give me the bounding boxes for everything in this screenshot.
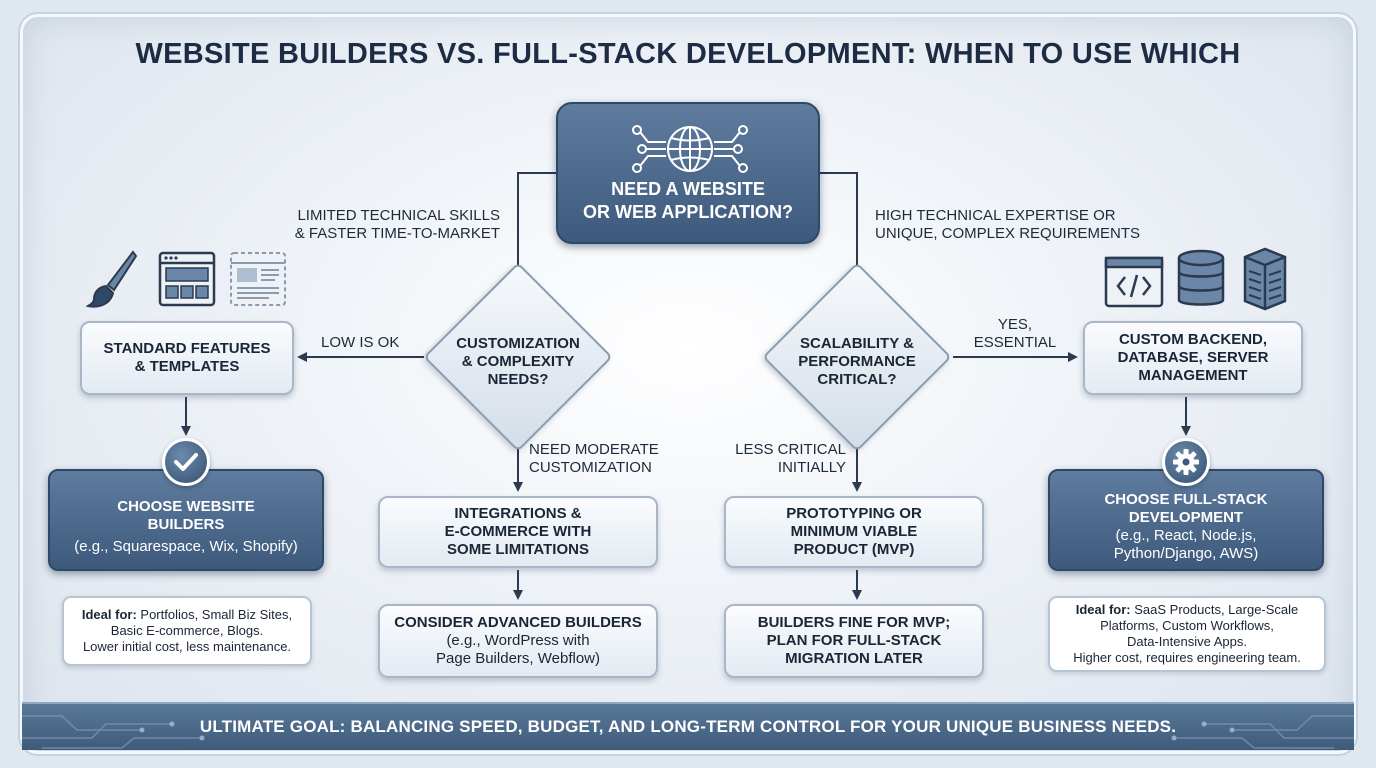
decision-scalability-line3: CRITICAL?	[817, 371, 897, 388]
edge-start-right	[820, 172, 862, 282]
circuit-pattern	[22, 715, 1354, 749]
node-standard-line2: & TEMPLATES	[134, 358, 240, 375]
builders-note-line3: Lower initial cost, less maintenance.	[82, 639, 292, 654]
edge-label-right-line2: UNIQUE, COMPLEX REQUIREMENTS	[875, 225, 1141, 242]
node-choose-fullstack: CHOOSE FULL-STACK DEVELOPMENT (e.g., Rea…	[1048, 469, 1324, 571]
node-integrations: INTEGRATIONS & E-COMMERCE WITH SOME LIMI…	[378, 496, 658, 568]
edge-label-less-critical-line1: LESS CRITICAL	[735, 441, 846, 458]
builders-badge	[162, 438, 210, 486]
node-builders-mvp-line3: MIGRATION LATER	[785, 650, 923, 667]
edge-label-moderate-line2: CUSTOMIZATION	[529, 459, 652, 476]
node-builders-mvp-line2: PLAN FOR FULL-STACK	[766, 632, 942, 649]
edge-label-left-branch: LIMITED TECHNICAL SKILLS & FASTER TIME-T…	[284, 207, 500, 243]
edge-label-moderate: NEED MODERATE CUSTOMIZATION	[529, 441, 659, 477]
start-node: NEED A WEBSITE OR WEB APPLICATION?	[556, 102, 820, 244]
node-integrations-line2: E-COMMERCE WITH	[444, 523, 592, 540]
node-choose-fullstack-line3: (e.g., React, Node.js,	[1115, 527, 1257, 544]
browser-layout-icon	[158, 251, 216, 307]
fullstack-note-line3: Data-Intensive Apps.	[1127, 634, 1247, 649]
edge-label-left-line1: LIMITED TECHNICAL SKILLS	[297, 207, 500, 224]
fullstack-ideal-note: Ideal for: SaaS Products, Large-Scale Pl…	[1048, 596, 1326, 672]
checkmark-icon	[174, 453, 198, 471]
node-builders-mvp: BUILDERS FINE FOR MVP; PLAN FOR FULL-STA…	[724, 604, 984, 678]
decision-customization-line3: NEEDS?	[487, 371, 549, 388]
template-page-icon	[230, 252, 286, 306]
node-choose-fullstack-line1: CHOOSE FULL-STACK	[1104, 491, 1268, 508]
edge-label-less-critical: LESS CRITICAL INITIALLY	[706, 441, 846, 477]
decision-customization-line2: & COMPLEXITY	[461, 353, 575, 370]
decision-scalability-line1: SCALABILITY &	[800, 335, 914, 352]
node-choose-fullstack-line4: Python/Django, AWS)	[1113, 545, 1259, 562]
node-custom-backend: CUSTOM BACKEND, DATABASE, SERVER MANAGEM…	[1083, 321, 1303, 395]
node-choose-builders: CHOOSE WEBSITE BUILDERS (e.g., Squarespa…	[48, 469, 324, 571]
builders-ideal-note: Ideal for: Portfolios, Small Biz Sites, …	[62, 596, 312, 666]
node-custom-backend-line1: CUSTOM BACKEND,	[1118, 331, 1268, 348]
server-icon	[1243, 247, 1287, 311]
globe-network-icon	[632, 125, 748, 173]
node-choose-builders-line2: BUILDERS	[147, 516, 225, 533]
node-advanced-builders-line3: Page Builders, Webflow)	[436, 650, 600, 667]
fullstack-note-label: Ideal for:	[1075, 602, 1131, 617]
fullstack-note-line4: Higher cost, requires engineering team.	[1073, 650, 1301, 665]
edge-label-low-ok: LOW IS OK	[321, 334, 400, 351]
edge-label-yes-essential: YES, ESSENTIAL	[968, 316, 1062, 352]
decision-customization-line1: CUSTOMIZATION	[456, 335, 580, 352]
node-builders-mvp-line1: BUILDERS FINE FOR MVP;	[757, 614, 951, 631]
builders-note-line1: Portfolios, Small Biz Sites,	[136, 607, 293, 622]
paintbrush-icon	[86, 250, 138, 308]
footer-banner: ULTIMATE GOAL: BALANCING SPEED, BUDGET, …	[22, 702, 1354, 750]
node-integrations-line1: INTEGRATIONS &	[454, 505, 582, 522]
node-advanced-builders-line1: CONSIDER ADVANCED BUILDERS	[394, 614, 642, 631]
node-advanced-builders-line2: (e.g., WordPress with	[446, 632, 590, 649]
gear-icon	[1173, 449, 1199, 475]
decision-scalability-line2: PERFORMANCE	[798, 353, 916, 370]
fullstack-note-line1: SaaS Products, Large-Scale	[1130, 602, 1299, 617]
node-standard-line1: STANDARD FEATURES	[103, 340, 271, 357]
decision-customization-label: CUSTOMIZATION & COMPLEXITY NEEDS?	[428, 335, 608, 389]
builders-note-line1-row: Ideal for: Portfolios, Small Biz Sites,	[82, 607, 292, 623]
node-advanced-builders: CONSIDER ADVANCED BUILDERS (e.g., WordPr…	[378, 604, 658, 678]
edge-label-right-line1: HIGH TECHNICAL EXPERTISE OR	[875, 207, 1116, 224]
node-integrations-line3: SOME LIMITATIONS	[447, 541, 589, 558]
node-custom-backend-line2: DATABASE, SERVER	[1117, 349, 1269, 366]
fullstack-badge	[1162, 438, 1210, 486]
edge-label-yes: YES,	[997, 316, 1033, 333]
node-standard-features: STANDARD FEATURES & TEMPLATES	[80, 321, 294, 395]
edge-label-moderate-line1: NEED MODERATE	[529, 441, 659, 458]
page-title: WEBSITE BUILDERS VS. FULL-STACK DEVELOPM…	[135, 38, 1241, 70]
fullstack-note-line1-row: Ideal for: SaaS Products, Large-Scale	[1076, 602, 1299, 618]
footer-text: ULTIMATE GOAL: BALANCING SPEED, BUDGET, …	[199, 717, 1177, 736]
edge-label-right-branch: HIGH TECHNICAL EXPERTISE OR UNIQUE, COMP…	[875, 207, 1140, 243]
database-icon	[1177, 249, 1225, 306]
edge-label-left-line2: & FASTER TIME-TO-MARKET	[294, 225, 500, 242]
decision-scalability-label: SCALABILITY & PERFORMANCE CRITICAL?	[767, 335, 947, 389]
start-node-line1: NEED A WEBSITE	[611, 179, 765, 199]
node-prototyping: PROTOTYPING OR MINIMUM VIABLE PRODUCT (M…	[724, 496, 984, 568]
node-choose-builders-line1: CHOOSE WEBSITE	[117, 498, 255, 515]
fullstack-note-line2: Platforms, Custom Workflows,	[1100, 618, 1274, 633]
code-window-icon	[1104, 256, 1164, 308]
node-prototyping-line3: PRODUCT (MVP)	[793, 541, 915, 558]
builders-note-label: Ideal for:	[81, 607, 137, 622]
node-prototyping-line2: MINIMUM VIABLE	[790, 523, 918, 540]
edge-label-essential: ESSENTIAL	[973, 334, 1057, 351]
edge-label-less-critical-line2: INITIALLY	[777, 459, 846, 476]
node-custom-backend-line3: MANAGEMENT	[1138, 367, 1248, 384]
node-choose-fullstack-line2: DEVELOPMENT	[1128, 509, 1244, 526]
node-choose-builders-line3: (e.g., Squarespace, Wix, Shopify)	[74, 538, 298, 555]
node-prototyping-line1: PROTOTYPING OR	[786, 505, 922, 522]
edge-start-left	[513, 172, 556, 282]
builders-note-line2: Basic E-commerce, Blogs.	[110, 623, 264, 638]
start-node-line2: OR WEB APPLICATION?	[583, 202, 793, 222]
